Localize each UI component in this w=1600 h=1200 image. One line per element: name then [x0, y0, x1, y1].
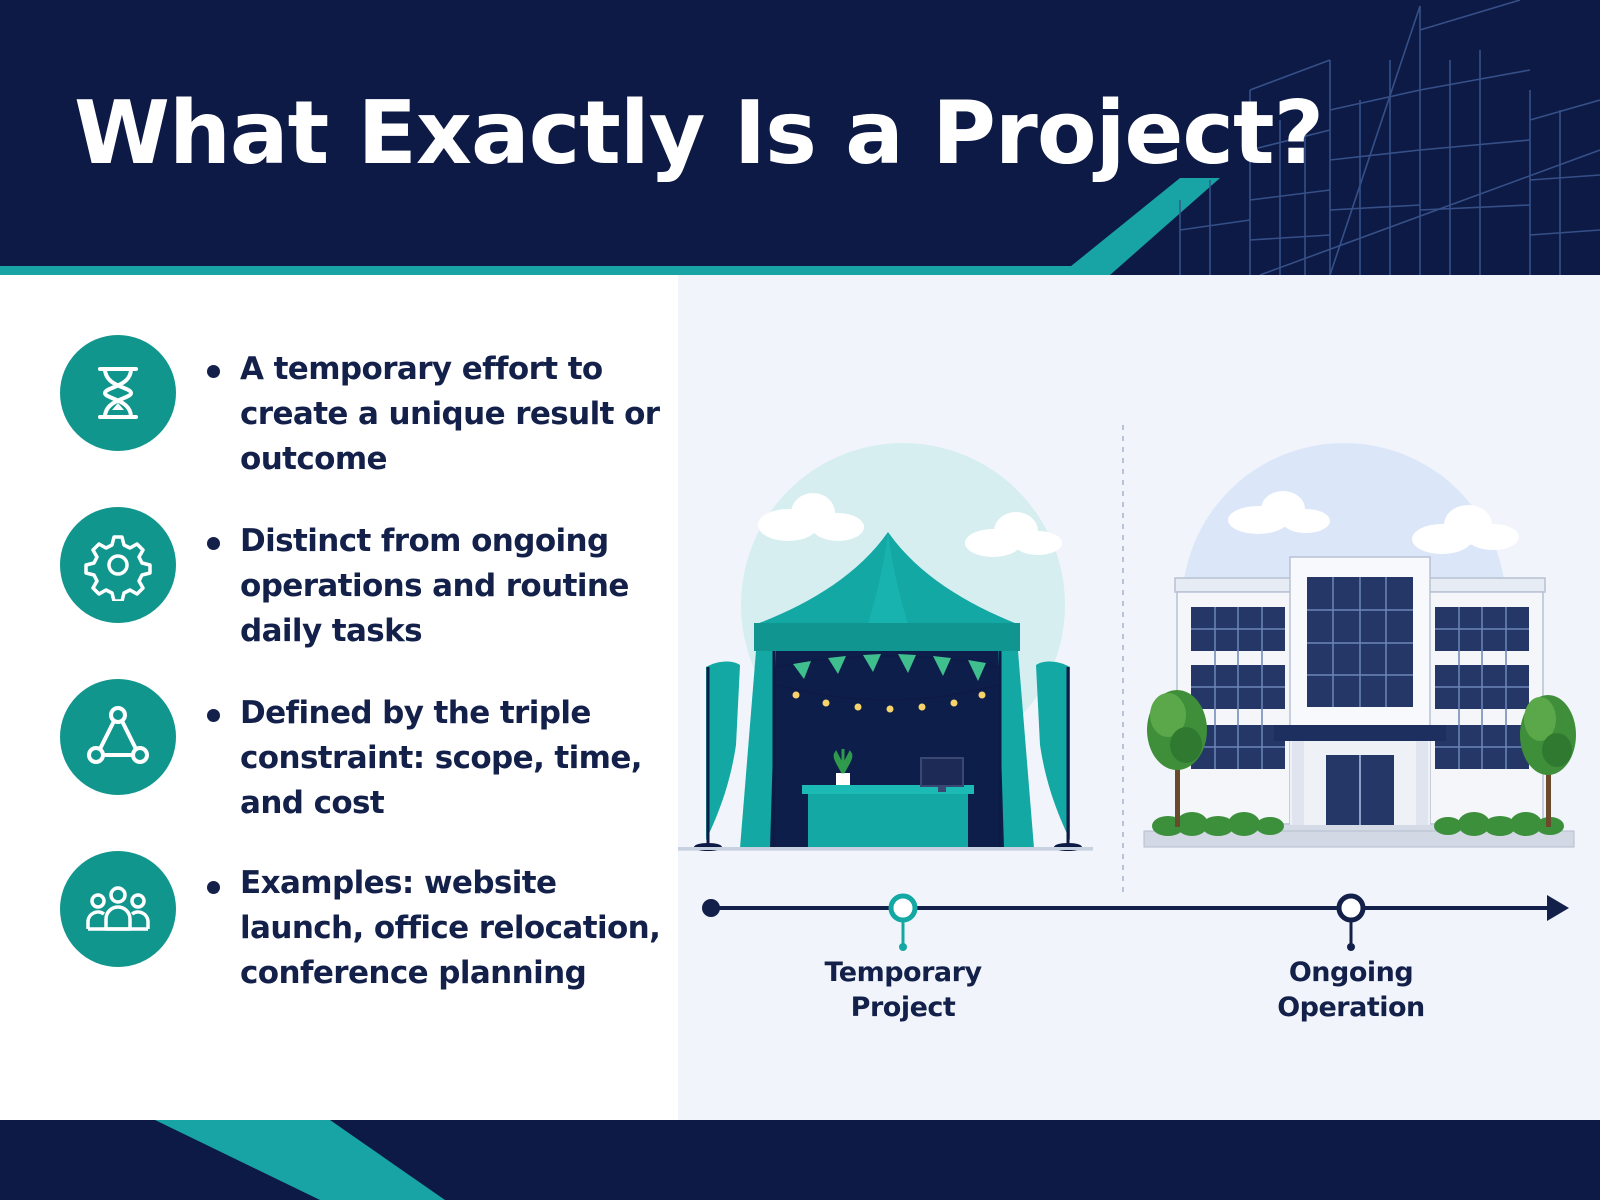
- timeline-label-ongoing-operation: Ongoing Operation: [1251, 955, 1451, 1025]
- timeline-label-line: Operation: [1277, 992, 1425, 1023]
- people-group-icon: [86, 886, 150, 931]
- gear-icon: [84, 535, 152, 601]
- header-banner: What Exactly Is a Project?: [0, 0, 1600, 275]
- timeline-label-temporary-project: Temporary Project: [803, 955, 1003, 1025]
- footer-banner: [0, 1120, 1600, 1200]
- timeline-arrow-head: [1547, 895, 1569, 921]
- timeline: [702, 893, 1569, 951]
- event-tent-illustration: [678, 443, 1093, 851]
- feature-item: Defined by the triple constraint: scope,…: [0, 679, 678, 821]
- feature-item: Distinct from ongoing operations and rou…: [0, 507, 678, 649]
- timeline-label-line: Ongoing: [1288, 957, 1414, 988]
- office-building-illustration: [1143, 443, 1576, 848]
- tree: [1147, 690, 1207, 827]
- footer-accent-stripe: [155, 1120, 445, 1200]
- gear-icon-badge: [60, 507, 176, 623]
- tree: [1520, 695, 1576, 827]
- bullet-dot: [207, 537, 220, 550]
- timeline-label-line: Temporary: [824, 957, 982, 988]
- bullet-dot: [207, 881, 220, 894]
- hourglass-icon: [98, 367, 138, 419]
- building-wireframe-decoration: [1060, 0, 1600, 275]
- feature-item: Examples: website launch, office relocat…: [0, 851, 678, 991]
- feature-list: A temporary effort to create a unique re…: [0, 275, 678, 1120]
- people-group-icon-badge: [60, 851, 176, 967]
- illustration-panel: Temporary Project Ongoing Operation: [678, 275, 1600, 1120]
- feature-item: A temporary effort to create a unique re…: [0, 335, 678, 477]
- timeline-marker-operation: [1336, 893, 1366, 923]
- feature-text: Examples: website launch, office relocat…: [240, 865, 661, 991]
- header-accent-line: [0, 266, 1080, 275]
- timeline-label-line: Project: [850, 992, 956, 1023]
- project-vs-operation-illustration: [678, 425, 1576, 951]
- hourglass-icon-badge: [60, 335, 176, 451]
- bullet-dot: [207, 709, 220, 722]
- page-title: What Exactly Is a Project?: [74, 82, 1324, 184]
- bullet-dot: [207, 365, 220, 378]
- feature-text: A temporary effort to create a unique re…: [240, 351, 660, 477]
- feature-text: Defined by the triple constraint: scope,…: [240, 695, 643, 821]
- timeline-marker-project: [888, 893, 918, 923]
- timeline-start-dot: [702, 899, 720, 917]
- feature-text: Distinct from ongoing operations and rou…: [240, 523, 629, 649]
- triangle-network-icon: [87, 706, 149, 764]
- triangle-network-icon-badge: [60, 679, 176, 795]
